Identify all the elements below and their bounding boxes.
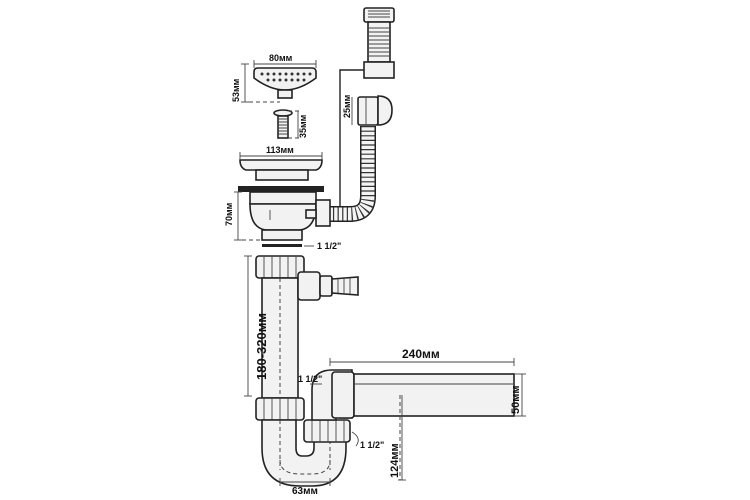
outlet-elbow <box>311 369 355 421</box>
horizontal-outlet-pipe <box>353 373 515 480</box>
label-124mm: 124мм <box>389 443 401 478</box>
label-63mm: 63мм <box>292 486 318 497</box>
strainer-basket <box>253 67 317 99</box>
vertical-tube <box>261 277 299 399</box>
dim-tube-length: 180-320мм <box>244 255 269 397</box>
elbow-thread: 1 1/2" <box>298 374 322 385</box>
overflow-cap <box>363 7 395 23</box>
top-union-nut <box>255 255 305 279</box>
label-25mm: 25мм <box>342 94 352 118</box>
trap-thread: 1 1/2" <box>351 431 384 450</box>
label-50mm: 50мм <box>510 385 522 414</box>
overflow-threaded-body <box>363 21 395 79</box>
label-53mm: 53мм <box>231 78 241 102</box>
dim-trap-spacing: 63мм <box>279 478 331 497</box>
dim-overflow-diameter: 25мм <box>342 94 353 125</box>
trap-union-nut <box>303 419 351 443</box>
label-tube-length: 180-320мм <box>254 313 269 380</box>
dim-screw-length: 35мм <box>297 111 308 138</box>
overflow-connector <box>339 69 364 218</box>
label-113mm: 113мм <box>266 145 294 155</box>
label-240mm: 240мм <box>402 347 440 361</box>
bowl-body <box>238 186 331 241</box>
label-35mm: 35мм <box>298 114 308 138</box>
dim-strainer-width: 80мм <box>253 53 317 68</box>
label-70mm: 70мм <box>224 202 234 226</box>
corrugated-hose <box>326 126 376 222</box>
label-elbow-thread: 1 1/2" <box>298 374 322 384</box>
overflow-elbow <box>357 95 393 126</box>
label-inlet-thread: 1 1/2" <box>317 241 341 251</box>
dim-outlet-length: 240мм <box>329 347 515 366</box>
dim-trap-height: 124мм <box>389 395 406 481</box>
dim-flange-width: 113мм <box>239 145 323 160</box>
dim-bowl-height: 70мм <box>224 191 262 241</box>
label-trap-thread: 1 1/2" <box>360 440 384 450</box>
connecting-screw <box>273 109 300 139</box>
inlet-thread: 1 1/2" <box>262 241 341 251</box>
branch-connector <box>297 271 359 301</box>
lower-union-nut <box>255 397 305 421</box>
label-80mm: 80мм <box>269 53 293 63</box>
dim-outlet-diameter: 50мм <box>510 373 526 417</box>
dim-strainer-height: 53мм <box>231 63 280 103</box>
sink-flange <box>239 159 323 181</box>
